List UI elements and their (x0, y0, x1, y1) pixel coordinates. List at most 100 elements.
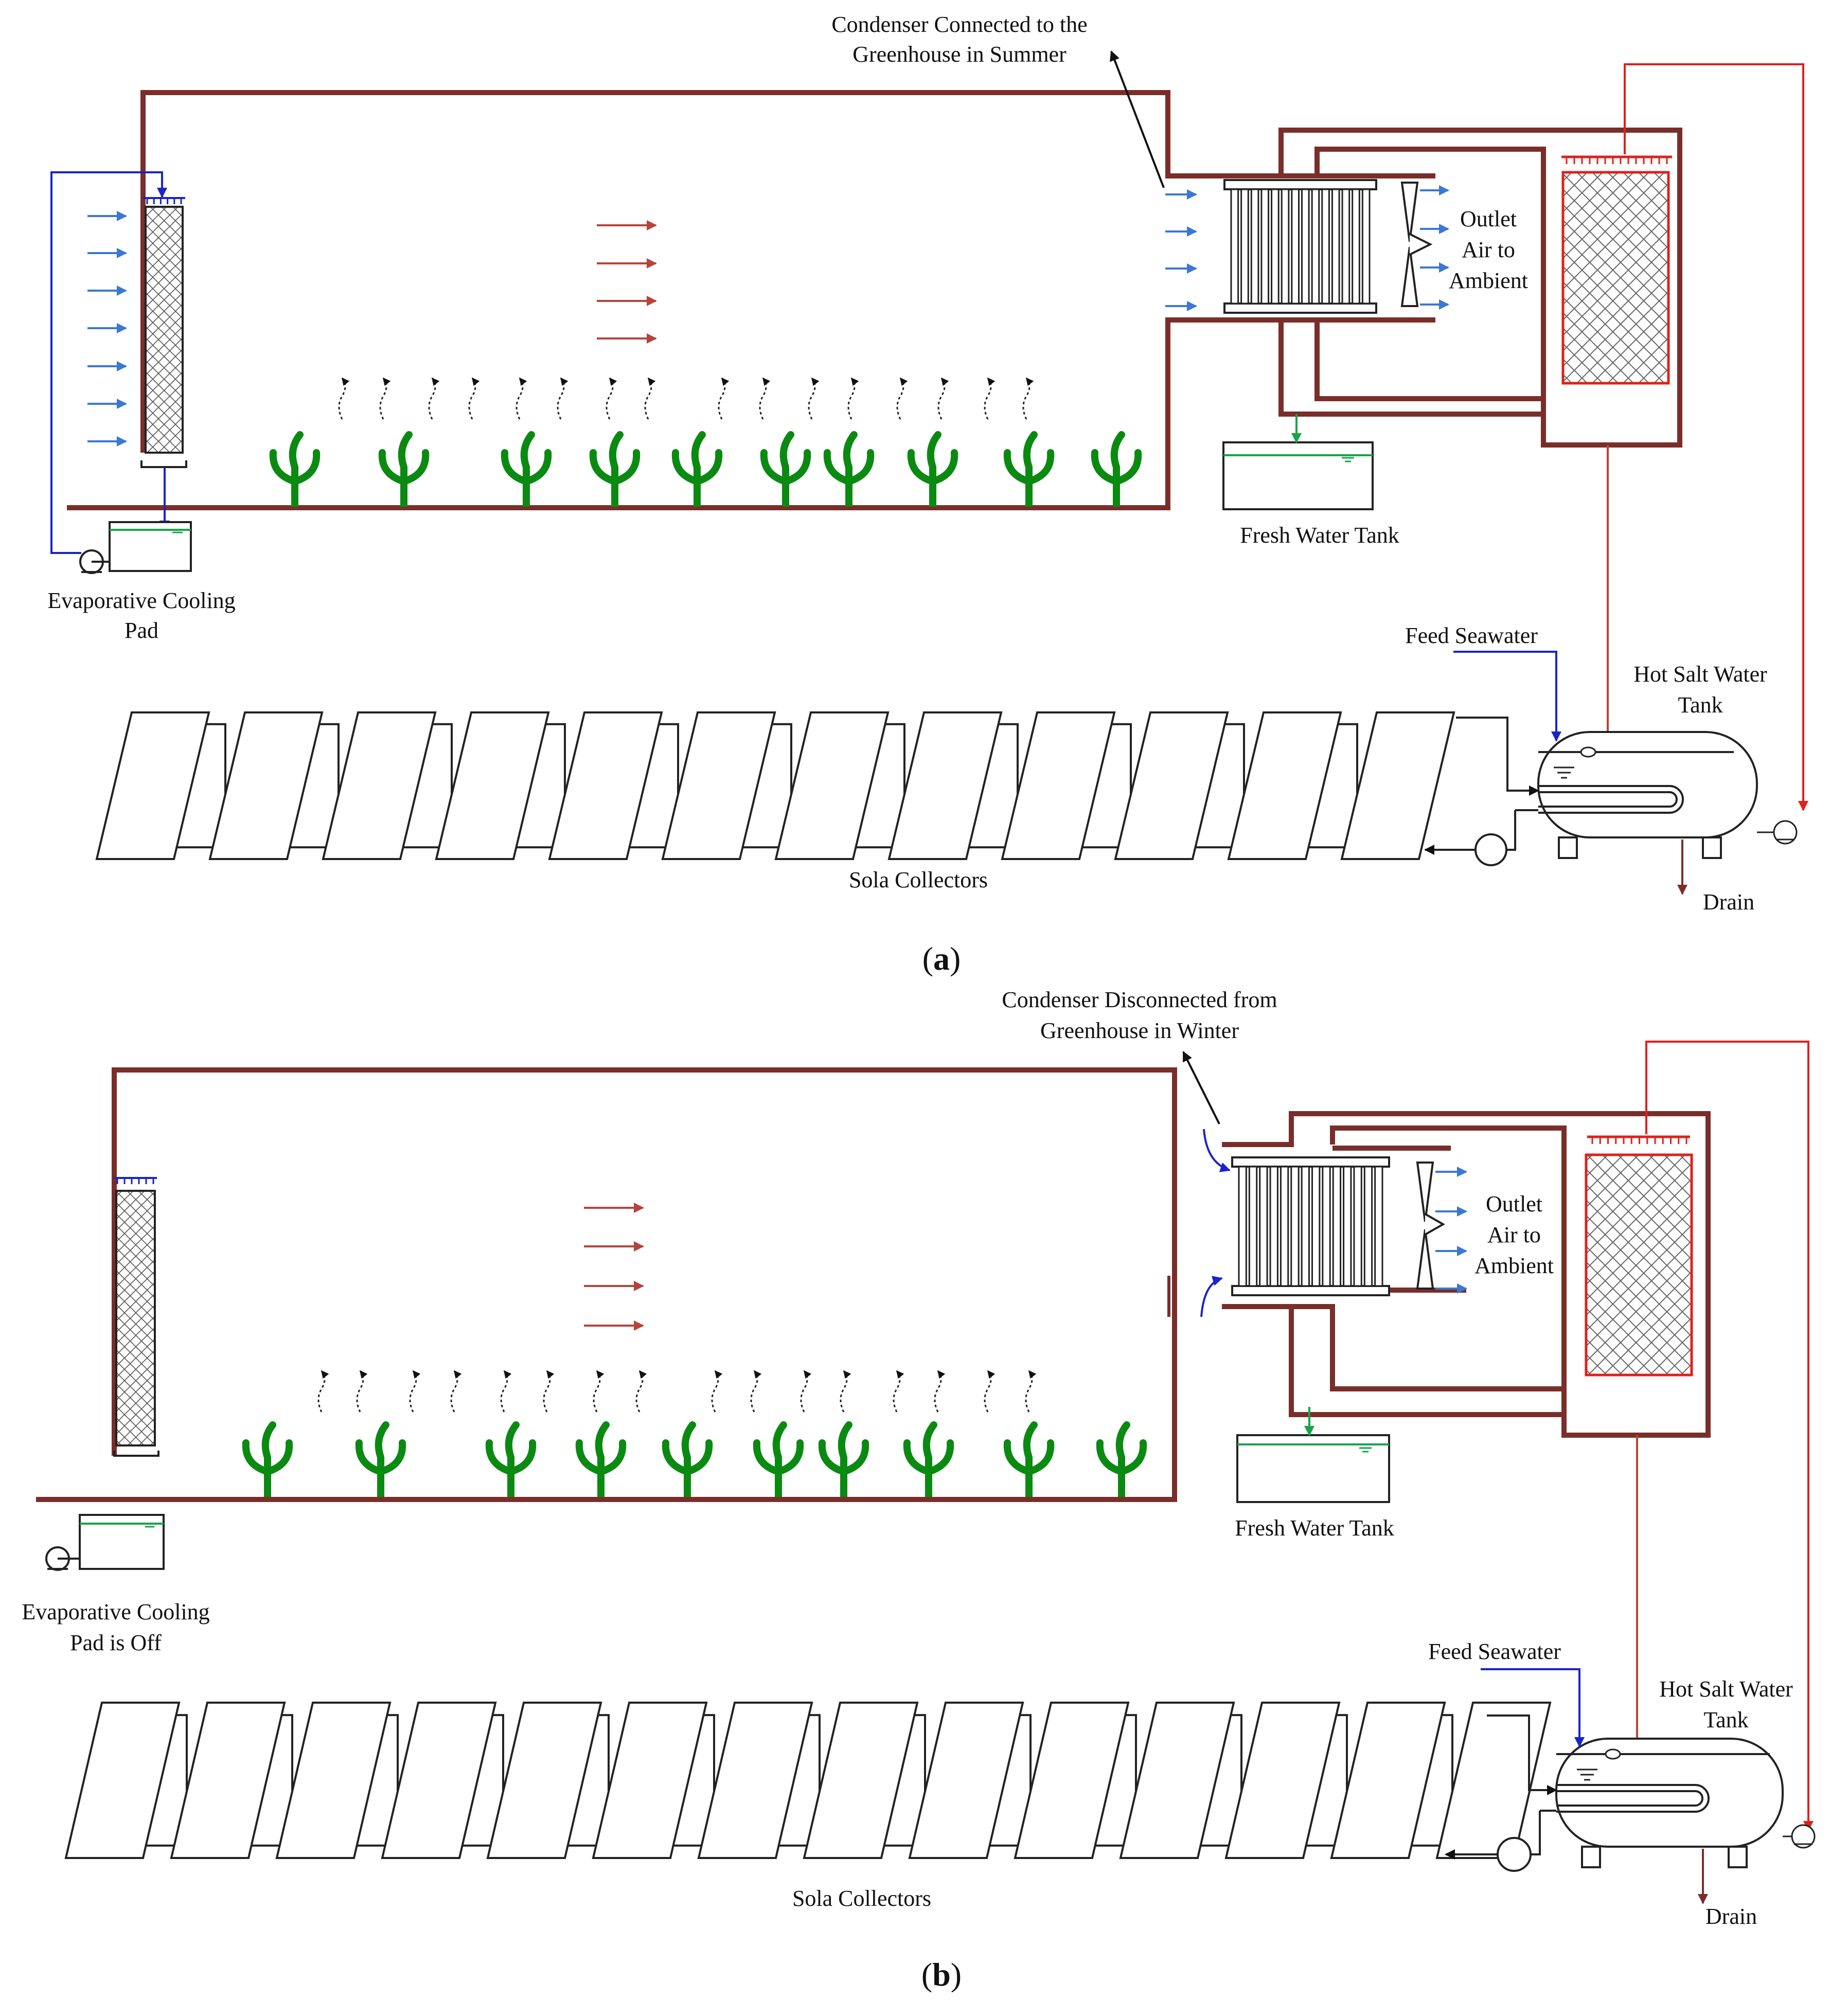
humidifier-packing (1561, 155, 1672, 385)
solar-collector-panel (548, 711, 663, 860)
outlet-label-line1: Outlet (1486, 1191, 1542, 1217)
solar-collector-panel (887, 711, 1003, 860)
plant-icon (1003, 431, 1055, 507)
solar-collector-panel (592, 1702, 708, 1859)
collectors-label: Sola Collectors (792, 1886, 931, 1911)
hot-tank-label-line1: Hot Salt Water (1633, 662, 1767, 687)
brine-pump-icon (1791, 1824, 1816, 1849)
vapor-wisp (984, 1370, 996, 1413)
solar-collector-panel (170, 1702, 286, 1859)
solar-collector-panel (1340, 711, 1455, 860)
plant-icon (753, 1421, 804, 1497)
vapor-wisp (635, 1370, 647, 1413)
condenser-label-line1: Condenser Disconnected from (1002, 987, 1277, 1012)
vapor-wisp (356, 1370, 368, 1413)
plant-icon (823, 431, 875, 507)
plant-icon (378, 431, 430, 507)
solar-collector-panel (697, 1702, 813, 1859)
collector-outlet-line (1487, 1714, 1557, 1795)
plant-icon (760, 431, 811, 507)
greenhouse-airflow-arrows (597, 220, 657, 344)
solar-collector-panel (208, 711, 324, 860)
vapor-wisp (593, 1370, 605, 1413)
fan-icon (1400, 182, 1433, 307)
outlet-air-arrows (1420, 185, 1449, 310)
solar-collector-panel (1001, 711, 1116, 860)
pad-pump-icon (79, 549, 110, 574)
plant-icon (575, 1421, 627, 1497)
plant-icon (501, 431, 552, 507)
panel-a-summer-mode: Condenser Connected to the Greenhouse in… (47, 12, 1808, 977)
plant-icon (1096, 1421, 1147, 1497)
vapor-wisp (937, 377, 949, 420)
outlet-label-line3: Ambient (1474, 1253, 1554, 1278)
transpiration-vapor (338, 377, 1034, 420)
solar-collector-panel (95, 711, 210, 860)
fresh-water-tank-label: Fresh Water Tank (1235, 1515, 1394, 1541)
feed-seawater-line (1481, 1668, 1585, 1747)
solar-collector-panel (1330, 1702, 1446, 1859)
plant-icon (485, 1421, 537, 1497)
solar-collector-panel (1114, 711, 1229, 860)
vapor-wisp (317, 1370, 329, 1413)
greenhouse-wall (67, 90, 1281, 510)
plant-icon (269, 431, 321, 507)
condenser-annotation-arrow (1110, 50, 1165, 188)
hot-tank-label-line2: Tank (1703, 1707, 1748, 1732)
condenser-label-line2: Greenhouse in Winter (1040, 1018, 1239, 1043)
greenhouse-wall (36, 1067, 1177, 1502)
vapor-wisp (896, 377, 908, 420)
vapor-wisp (1022, 377, 1034, 420)
transpiration-vapor (317, 1370, 1037, 1413)
solar-collector-panel (803, 1702, 919, 1859)
feed-seawater-line (1453, 651, 1561, 742)
collector-outlet-line (1456, 717, 1539, 796)
solar-collector-panel (1435, 1702, 1552, 1859)
plant-icon (589, 431, 641, 507)
condenser-label-line2: Greenhouse in Summer (852, 42, 1067, 67)
drain-label: Drain (1705, 1904, 1757, 1929)
feed-seawater-label: Feed Seawater (1428, 1639, 1561, 1664)
plant-icon (671, 431, 723, 507)
vapor-wisp (984, 377, 996, 420)
pad-label-line2: Pad is Off (70, 1630, 162, 1655)
solar-collector-panel (1014, 1702, 1130, 1859)
drain-label: Drain (1703, 889, 1754, 915)
brine-pump-icon (1773, 820, 1798, 845)
solar-collector-panel (1119, 1702, 1235, 1859)
vapor-wisp (557, 377, 568, 420)
plant-icon (242, 1421, 293, 1497)
solar-collector-array (64, 1702, 1552, 1859)
pad-label-line1: Evaporative Cooling (22, 1599, 209, 1624)
plant-icon (355, 1421, 406, 1497)
condenser-unit (1278, 128, 1682, 448)
feed-seawater-label: Feed Seawater (1405, 623, 1538, 648)
solar-collector-panel (64, 1702, 181, 1859)
vapor-wisp (543, 1370, 555, 1413)
outlet-label-line2: Air to (1487, 1222, 1541, 1247)
outlet-label-line1: Outlet (1460, 206, 1517, 231)
hot-water-return-line (1645, 1041, 1814, 1831)
hot-salt-water-tank (1555, 1738, 1784, 1904)
pad-supply-line (50, 171, 167, 554)
pad-label-line1: Evaporative Cooling (47, 588, 235, 613)
vapor-wisp (759, 377, 771, 420)
hot-salt-water-tank (1537, 731, 1758, 895)
solar-collector-panel (381, 1702, 497, 1859)
vapor-wisp (338, 377, 350, 420)
solar-collector-panel (322, 711, 437, 860)
pad-pump-icon (45, 1546, 80, 1571)
solar-collector-panel (774, 711, 890, 860)
fresh-water-tank-label: Fresh Water Tank (1240, 523, 1399, 548)
circulation-pump-icon (1445, 1810, 1556, 1872)
condenser-inlet-arrows (1165, 189, 1197, 311)
vapor-wisp (468, 377, 480, 420)
solar-collector-array (95, 711, 1455, 860)
solar-collector-panel (908, 1702, 1024, 1859)
solar-collector-panel (661, 711, 776, 860)
vapor-wisp (379, 377, 391, 420)
vapor-wisp (500, 1370, 512, 1413)
fan-icon (1416, 1162, 1446, 1290)
solar-collector-panel (435, 711, 550, 860)
plant-icon (903, 1421, 954, 1497)
